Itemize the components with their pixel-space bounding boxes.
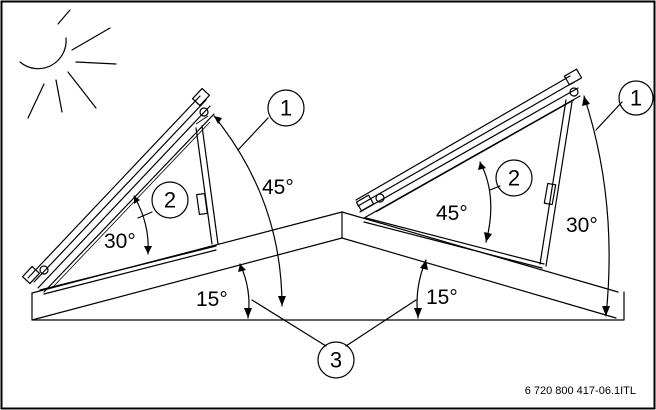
callout-one-right-label: 1	[630, 86, 642, 111]
angle-label-left-frame: 30°	[104, 230, 136, 253]
angle-label-left-tilt: 45°	[262, 176, 294, 199]
document-code: 6 720 800 417-06.1ITL	[525, 385, 636, 397]
right-solar-collector	[355, 68, 583, 269]
left-solar-collector	[21, 87, 219, 295]
callout-two-left-label: 2	[164, 188, 176, 213]
angle-label-right-frame: 45°	[436, 202, 468, 225]
callout-one-left-label: 1	[280, 96, 292, 121]
callout-two-left: 2	[151, 181, 189, 219]
sun-icon	[19, 9, 117, 119]
callout-two-right-label: 2	[508, 166, 520, 191]
callout-three: 3	[317, 341, 355, 379]
angle-label-right-tilt: 30°	[566, 214, 598, 237]
callout-one-right: 1	[618, 80, 654, 116]
callout-three-label: 3	[330, 348, 342, 373]
callout-one-left: 1	[267, 89, 305, 127]
angle-label-roof-left: 15°	[196, 288, 228, 311]
angle-arcs	[133, 95, 610, 319]
angle-label-roof-right: 15°	[426, 286, 458, 309]
callout-two-right: 2	[495, 159, 533, 197]
